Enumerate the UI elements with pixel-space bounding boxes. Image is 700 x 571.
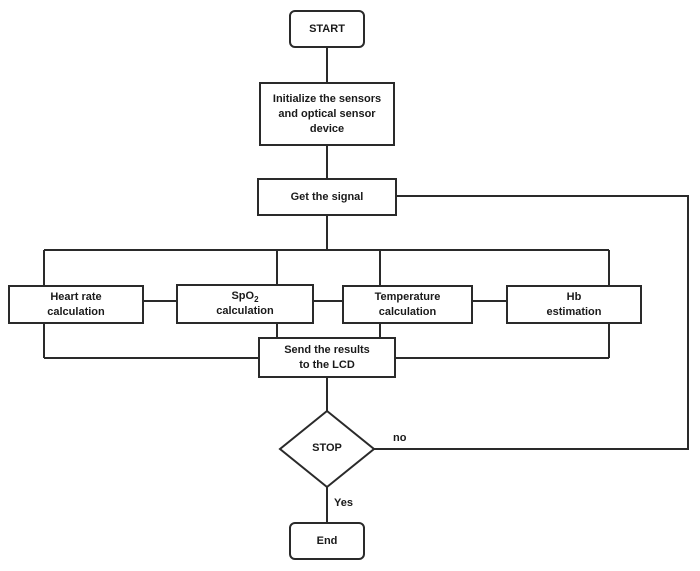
yes-label: Yes [334,497,353,509]
heart-line-2: calculation [47,305,105,318]
init-line-3: device [309,122,345,135]
end-label: End [316,534,338,547]
init-line-1: Initialize the sensors [272,92,382,105]
spo2-node: SpO2 calculation [176,284,314,324]
heart-rate-node: Heart rate calculation [8,285,144,324]
hb-node: Hb estimation [506,285,642,324]
temp-line-2: calculation [378,305,437,318]
get-signal-label: Get the signal [290,190,364,203]
send-line-2: to the LCD [299,358,355,371]
spo2-subscript: 2 [254,295,259,305]
get-signal-node: Get the signal [257,178,397,216]
start-label: START [309,22,345,35]
hb-line-2: estimation [546,305,602,318]
stop-label: STOP [312,442,342,454]
loop-no [374,195,689,450]
heart-line-1: Heart rate [50,290,102,303]
init-line-2: and optical sensor [278,107,376,120]
send-line-1: Send the results [284,343,370,356]
temp-line-1: Temperature [374,290,441,303]
spo2-line-1: SpO2 [216,289,273,304]
temperature-node: Temperature calculation [342,285,473,324]
spo2-line-2: calculation [216,305,274,317]
end-node: End [289,522,365,560]
init-node: Initialize the sensors and optical senso… [259,82,395,146]
no-label: no [393,432,407,444]
start-node: START [289,10,365,48]
hb-line-1: Hb [566,290,582,303]
send-results-node: Send the results to the LCD [258,337,396,378]
spo2-text: SpO [231,290,255,302]
